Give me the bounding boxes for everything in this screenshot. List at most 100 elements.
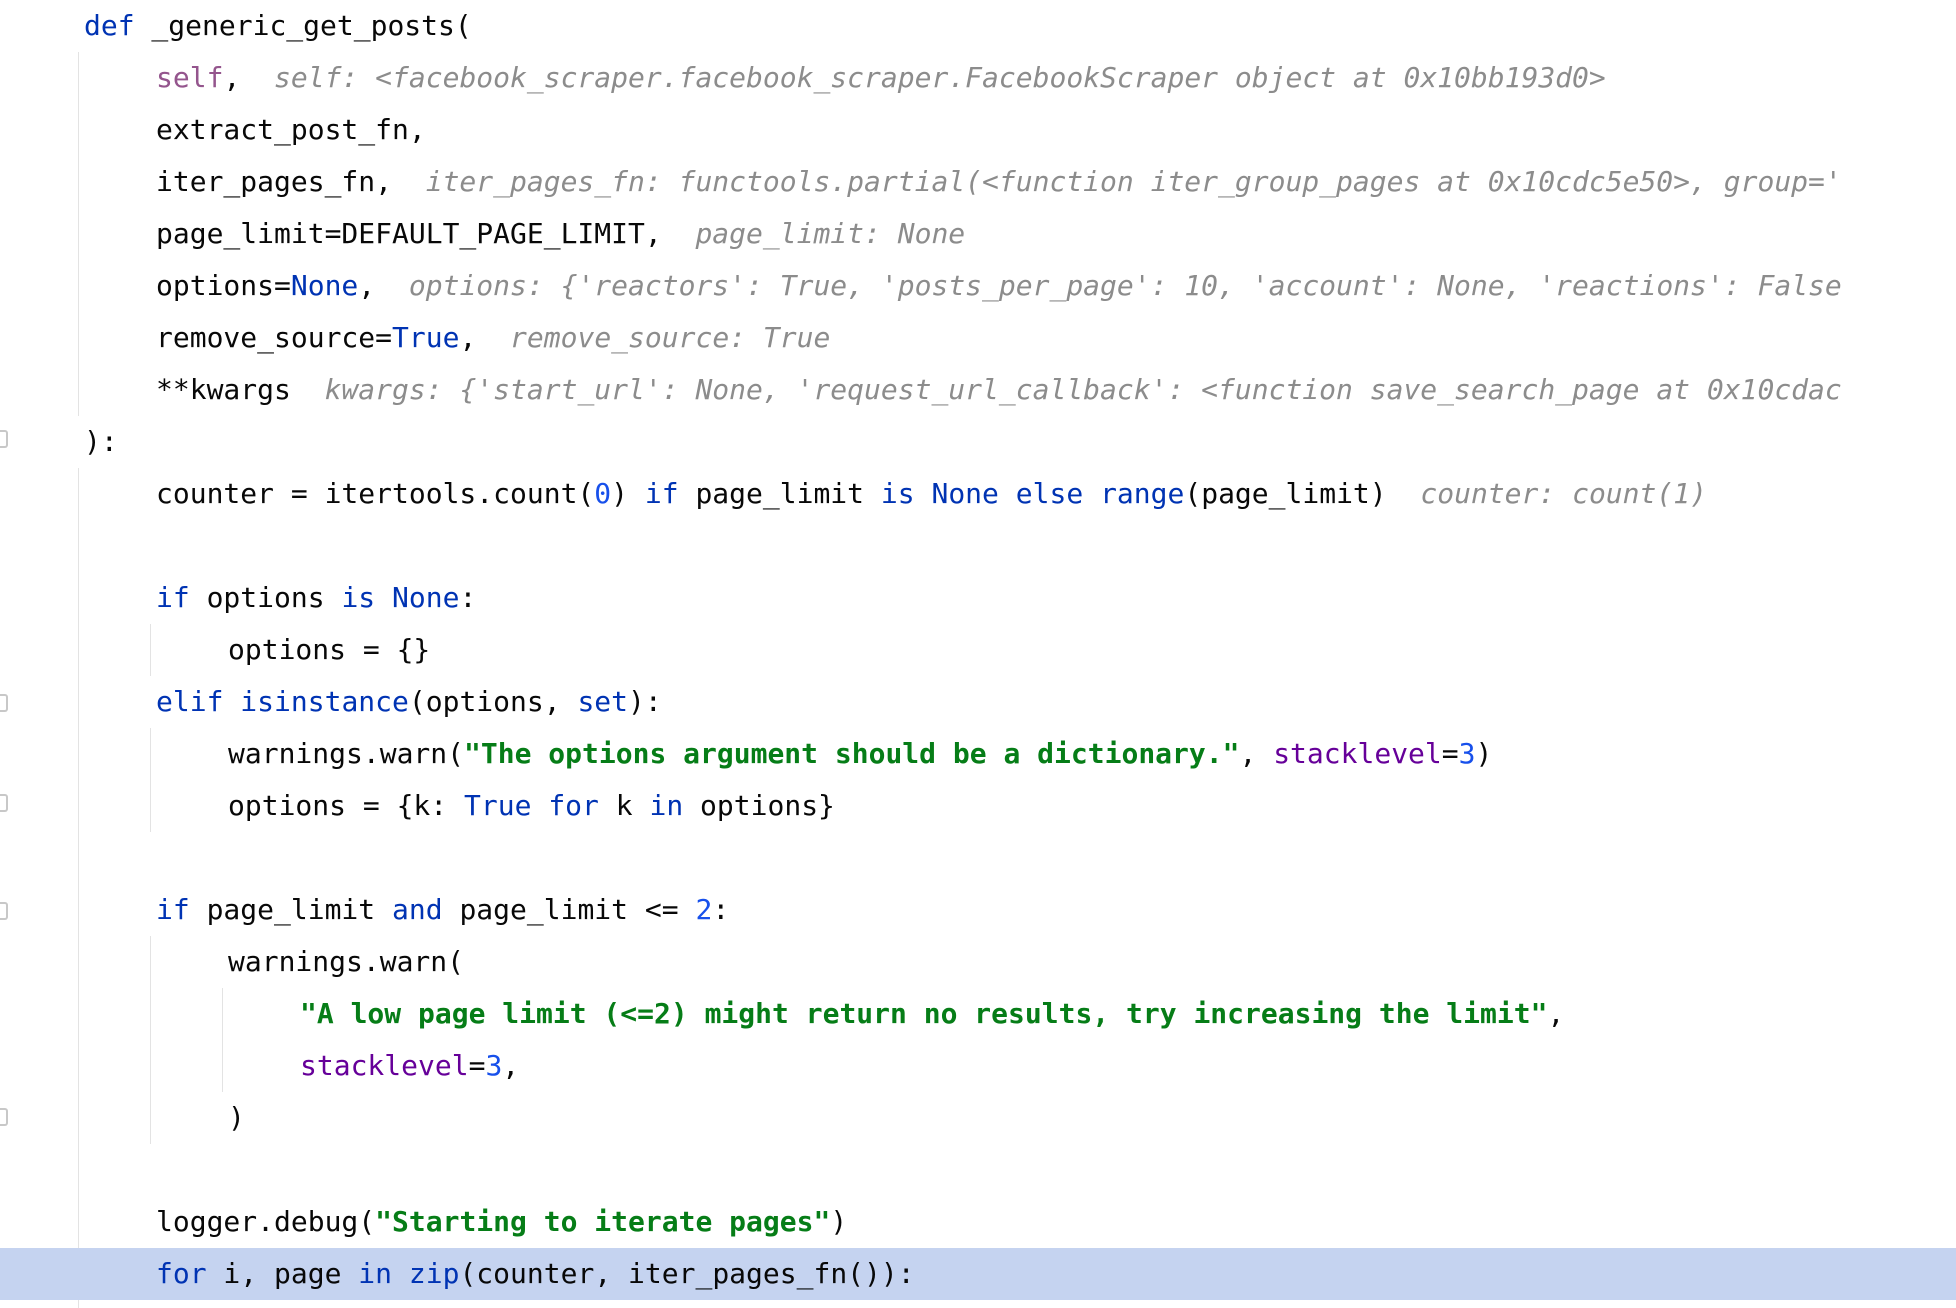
code-token: else xyxy=(1015,477,1084,510)
code-token: remove_source= xyxy=(156,321,393,354)
code-line[interactable]: ): xyxy=(0,416,1956,468)
code-token: logger.debug( xyxy=(156,1205,376,1238)
code-token: in xyxy=(649,789,684,822)
code-token: options} xyxy=(683,789,835,822)
inline-debug-value: self: <facebook_scraper.facebook_scraper… xyxy=(274,61,1606,94)
code-token: 0 xyxy=(594,477,612,510)
code-token: for xyxy=(548,789,599,822)
code-token: : xyxy=(459,581,477,614)
code-line[interactable]: iter_pages_fn, iter_pages_fn: functools.… xyxy=(0,156,1956,208)
inline-debug-value: remove_source: True xyxy=(510,321,831,354)
code-line[interactable]: page_limit=DEFAULT_PAGE_LIMIT, page_limi… xyxy=(0,208,1956,260)
code-line[interactable]: if page_limit and page_limit <= 2: xyxy=(0,884,1956,936)
code-line[interactable]: ) xyxy=(0,1092,1956,1144)
code-token: ) xyxy=(611,477,645,510)
code-token: warnings.warn( xyxy=(228,945,465,978)
code-token: stacklevel xyxy=(300,1049,469,1082)
code-line[interactable]: options = {} xyxy=(0,624,1956,676)
code-token: options xyxy=(189,581,342,614)
code-token: i, page xyxy=(206,1257,359,1290)
code-token: if xyxy=(644,477,679,510)
fold-start-icon[interactable] xyxy=(0,694,8,712)
code-line[interactable]: if options is None: xyxy=(0,572,1956,624)
code-token: , xyxy=(358,269,409,302)
code-line[interactable]: extract_post_fn, xyxy=(0,104,1956,156)
code-token: = xyxy=(1441,737,1459,770)
code-line[interactable]: warnings.warn( xyxy=(0,936,1956,988)
code-token: ): xyxy=(84,425,118,458)
code-line[interactable]: elif isinstance(options, set): xyxy=(0,676,1956,728)
code-token: None xyxy=(392,581,460,614)
code-token: self xyxy=(156,61,224,94)
code-token: "The options argument should be a dictio… xyxy=(464,737,1240,770)
fold-start-icon[interactable] xyxy=(0,902,8,920)
code-token: def xyxy=(84,9,135,42)
code-token: , xyxy=(1547,997,1565,1030)
current-execution-line[interactable]: for i, page in zip(counter, iter_pages_f… xyxy=(0,1248,1956,1300)
code-token: extract_post_fn, xyxy=(156,113,426,146)
code-token: warnings.warn( xyxy=(228,737,465,770)
code-token: = xyxy=(468,1049,486,1082)
code-token: _generic_get_posts( xyxy=(134,9,472,42)
code-token: page_limit xyxy=(678,477,881,510)
code-token: if xyxy=(156,581,190,614)
code-token: "Starting to iterate pages" xyxy=(375,1205,831,1238)
code-token: page_limit <= xyxy=(442,893,696,926)
code-line[interactable]: self, self: <facebook_scraper.facebook_s… xyxy=(0,52,1956,104)
code-token: set xyxy=(577,685,629,718)
code-token: page_limit=DEFAULT_PAGE_LIMIT, xyxy=(156,217,696,250)
code-line[interactable]: counter = itertools.count(0) if page_lim… xyxy=(0,468,1956,520)
code-line[interactable]: def _generic_get_posts( xyxy=(0,0,1956,52)
code-token: , xyxy=(502,1049,520,1082)
code-token: page_limit xyxy=(189,893,393,926)
code-token: options= xyxy=(156,269,291,302)
code-token: "A low page limit (<=2) might return no … xyxy=(300,997,1548,1030)
code-token: : xyxy=(712,893,730,926)
code-line[interactable]: remove_source=True, remove_source: True xyxy=(0,312,1956,364)
inline-debug-value: options: {'reactors': True, 'posts_per_p… xyxy=(408,269,1842,302)
code-line[interactable]: logger.debug("Starting to iterate pages"… xyxy=(0,1196,1956,1248)
inline-debug-value: kwargs: {'start_url': None, 'request_url… xyxy=(324,373,1842,406)
code-token: is xyxy=(880,477,915,510)
code-token: options = {} xyxy=(228,633,431,666)
fold-end-icon[interactable] xyxy=(0,1108,8,1126)
code-token xyxy=(392,1257,409,1290)
code-token: ) xyxy=(830,1205,848,1238)
indent-guide xyxy=(78,52,79,416)
code-token xyxy=(375,581,392,614)
code-token: , xyxy=(459,321,511,354)
indent-guide xyxy=(150,936,151,1144)
code-token: True xyxy=(392,321,460,354)
code-line[interactable]: **kwargs kwargs: {'start_url': None, 're… xyxy=(0,364,1956,416)
code-line[interactable]: options=None, options: {'reactors': True… xyxy=(0,260,1956,312)
code-token: ) xyxy=(1475,737,1493,770)
indent-guide xyxy=(222,988,223,1092)
indent-guide xyxy=(150,624,151,676)
indent-guide xyxy=(150,728,151,832)
code-token: counter = itertools.count( xyxy=(156,477,595,510)
code-token xyxy=(223,685,240,718)
code-line[interactable]: stacklevel=3, xyxy=(0,1040,1956,1092)
code-token: **kwargs xyxy=(156,373,325,406)
code-token: options = {k: xyxy=(228,789,465,822)
code-token: iter_pages_fn, xyxy=(156,165,426,198)
code-token xyxy=(999,477,1016,510)
indent-guide xyxy=(78,468,79,1308)
code-token: range xyxy=(1100,477,1185,510)
code-token: 3 xyxy=(1458,737,1476,770)
code-token: 2 xyxy=(695,893,713,926)
code-token: , xyxy=(223,61,275,94)
fold-end-icon[interactable] xyxy=(0,430,8,448)
code-line[interactable]: "A low page limit (<=2) might return no … xyxy=(0,988,1956,1040)
code-token xyxy=(531,789,548,822)
code-token: is xyxy=(341,581,376,614)
code-token: elif xyxy=(156,685,224,718)
code-line[interactable]: warnings.warn("The options argument shou… xyxy=(0,728,1956,780)
code-token: k xyxy=(598,789,650,822)
fold-end-icon[interactable] xyxy=(0,794,8,812)
code-token: for xyxy=(156,1257,207,1290)
code-token: zip xyxy=(408,1257,460,1290)
code-token: (options, xyxy=(408,685,578,718)
code-line[interactable]: options = {k: True for k in options} xyxy=(0,780,1956,832)
